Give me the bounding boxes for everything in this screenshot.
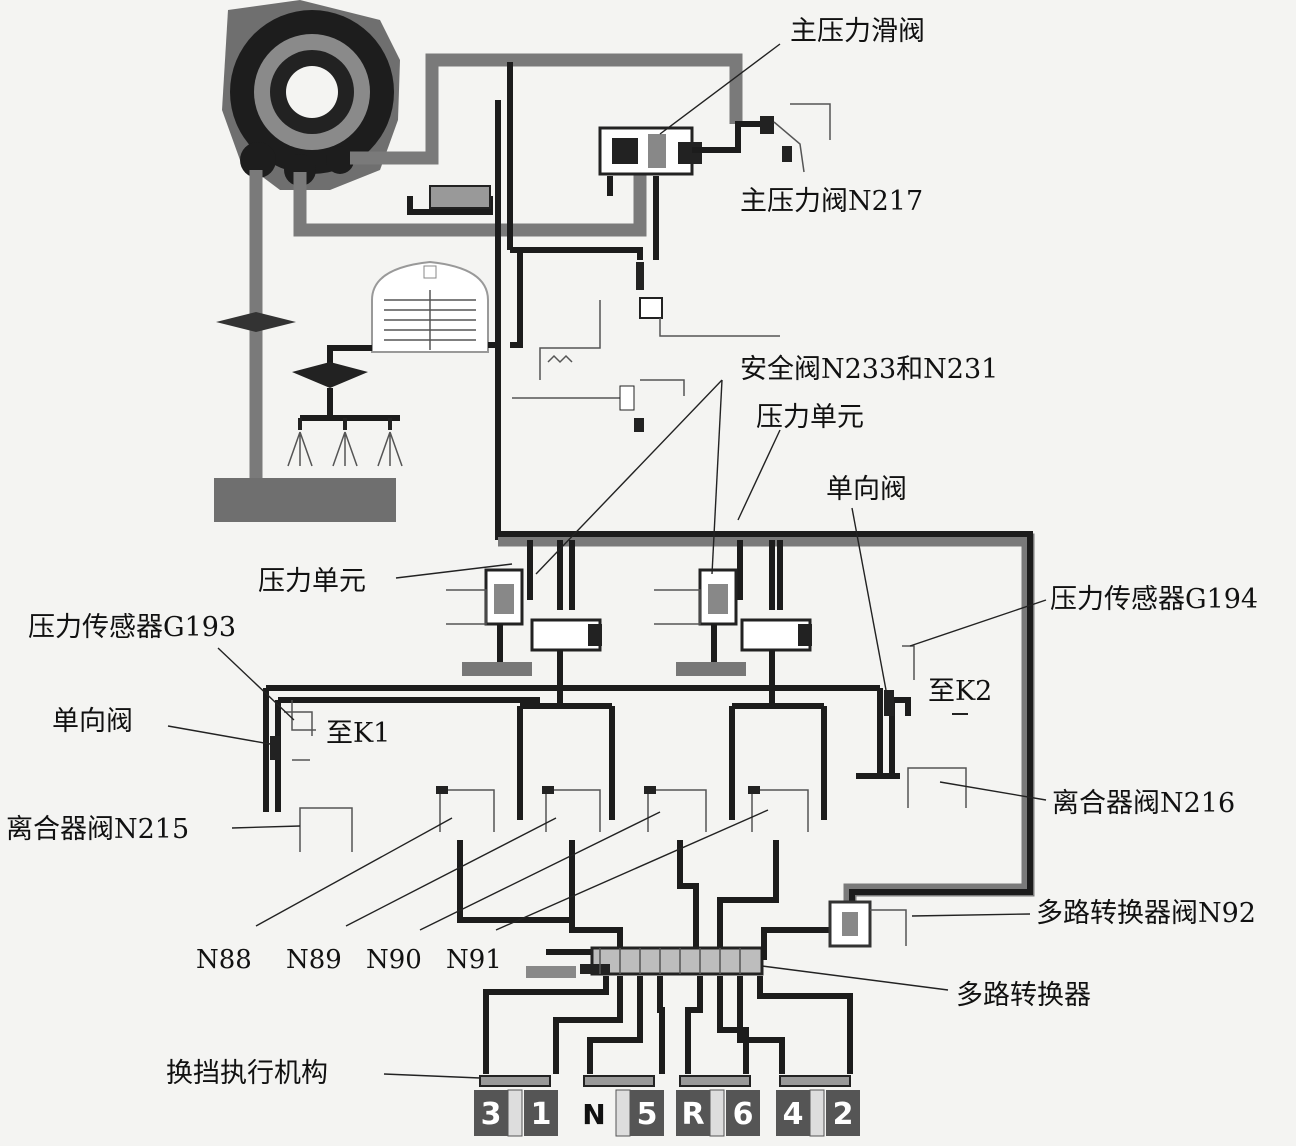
pressure-sensor-g193 [291, 700, 316, 731]
label-multiplexer: 多路转换器 [956, 980, 1091, 1011]
gear-label-5: 5 [637, 1097, 658, 1132]
label-clutch-valve-n216: 离合器阀N216 [1052, 788, 1235, 819]
shift-actuators [479, 1075, 851, 1087]
distribution-lines [498, 531, 1035, 910]
label-pressure-unit-left: 压力单元 [258, 566, 366, 597]
gear-label-n: N [582, 1098, 605, 1131]
label-n89: N89 [286, 945, 342, 975]
label-safety-valves: 安全阀N233和N231 [740, 354, 998, 385]
gear-label-6: 6 [733, 1097, 754, 1132]
gear-label-r: R [681, 1097, 704, 1132]
label-clutch-valve-n215: 离合器阀N215 [6, 814, 189, 845]
gear-block-6 [726, 1090, 760, 1136]
label-shift-actuator: 换挡执行机构 [166, 1058, 328, 1089]
pressure-unit-right [654, 568, 746, 676]
gear-labels: 3 1 N 5 R 6 4 2 [481, 1097, 854, 1132]
label-n91: N91 [446, 945, 502, 975]
oil-cooler [371, 260, 489, 353]
label-pressure-sensor-g193: 压力传感器G193 [28, 612, 236, 643]
valve-n89 [542, 786, 623, 950]
gear-block-R [676, 1090, 710, 1136]
label-check-valve-right: 单向阀 [826, 474, 907, 505]
pressure-regulation-valves [512, 262, 780, 432]
gear-label-2: 2 [833, 1097, 854, 1132]
suction-line [214, 170, 396, 522]
label-n88: N88 [196, 945, 252, 975]
label-multiplexer-valve-n92: 多路转换器阀N92 [1036, 898, 1256, 929]
label-n90: N90 [366, 945, 422, 975]
gear-label-4: 4 [783, 1097, 804, 1132]
actuator-lines [483, 976, 853, 1074]
gear-block-4 [776, 1090, 810, 1136]
spray-nozzles [287, 345, 403, 467]
leader-lines [167, 43, 1047, 1079]
label-to-k2: 至K2 [928, 676, 992, 707]
pressure-sensor-g194 [902, 645, 915, 680]
safety-valve-n233 [530, 618, 602, 688]
pressure-lines [293, 53, 743, 540]
main-pressure-slide-valve [598, 121, 768, 260]
label-pressure-sensor-g194: 压力传感器G194 [1050, 584, 1258, 615]
clutch-supply-lines [263, 685, 911, 812]
gear-block-5 [630, 1090, 664, 1136]
multiplexer-valve-n92 [828, 900, 907, 948]
gear-blocks [474, 1089, 860, 1137]
gear-block-3 [474, 1090, 508, 1136]
pressure-unit-left [446, 568, 532, 676]
clutch-valve-n216 [907, 767, 967, 808]
n217-solenoid [760, 103, 831, 173]
gear-block-2 [826, 1090, 860, 1136]
label-to-k1: 至K1 [326, 718, 390, 749]
gear-label-1: 1 [531, 1097, 552, 1132]
valve-n91 [717, 786, 809, 950]
safety-valve-n231 [740, 618, 812, 688]
label-main-pressure-valve-n217: 主压力阀N217 [740, 186, 923, 217]
gear-block-1 [524, 1090, 558, 1136]
gear-label-3: 3 [481, 1097, 502, 1132]
gear-valve-feeds [517, 688, 827, 820]
callout-labels: 主压力滑阀 主压力阀N217 安全阀N233和N231 压力单元 单向阀 压力单… [6, 16, 1258, 1089]
label-main-pressure-slide-valve: 主压力滑阀 [790, 16, 925, 47]
valve-n88 [436, 786, 572, 923]
label-pressure-unit-right: 压力单元 [756, 402, 864, 433]
oil-sump [214, 478, 396, 522]
clutch-valve-n215 [299, 807, 353, 852]
label-check-valve-left: 单向阀 [52, 706, 133, 737]
oil-pump [222, 0, 400, 190]
valve-n90 [644, 786, 707, 950]
